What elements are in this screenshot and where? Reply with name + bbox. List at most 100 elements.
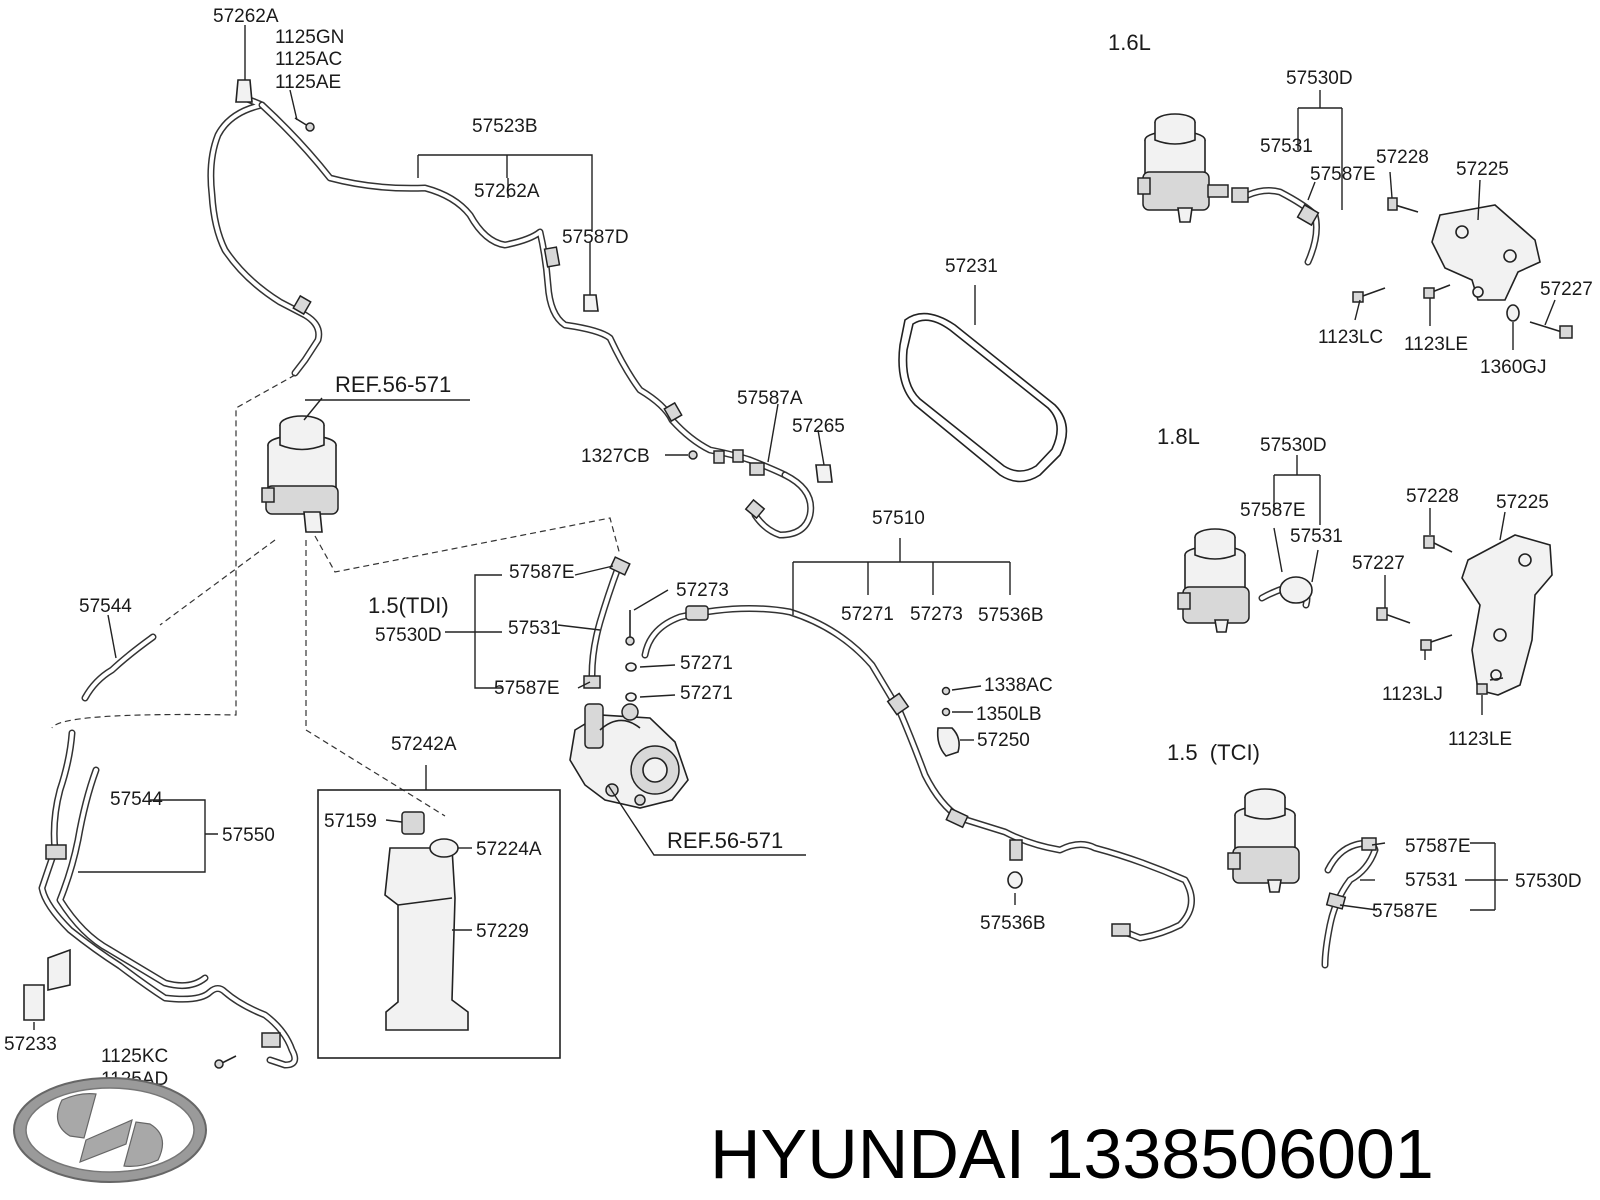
label-57265: 57265 [792,416,845,437]
bolt-57227-18L-icon [1376,607,1411,624]
suction-hose-57531-icon [583,556,631,689]
label-57536B-a: 57536B [978,605,1044,626]
hose-57544-top-icon [81,633,157,702]
bolt-1125-icon [294,117,315,132]
label-18L-57225: 57225 [1496,492,1549,513]
bracket-57225-18L-icon [1461,534,1553,696]
bracket-kit-box [317,789,561,1059]
pressure-hose-57510 [641,604,1195,942]
label-57159: 57159 [324,811,377,832]
label-1125AE: 1125AE [275,72,341,93]
label-57271-c: 57271 [680,683,733,704]
clip-57265-icon [815,464,833,483]
label-16L-57227: 57227 [1540,279,1593,300]
bracket-57233-icon [23,948,71,1021]
bolt-57273-icon [625,610,635,646]
label-1125GN: 1125GN [275,27,344,48]
bolt-1125KC-icon [214,1055,237,1069]
label-57271-a: 57271 [841,604,894,625]
label-57273-b: 57273 [676,580,729,601]
label-16L-57587E: 57587E [1310,164,1376,185]
label-57262A-top: 57262A [213,6,279,27]
ref-dash-line [51,374,296,729]
label-1350LB: 1350LB [976,704,1042,725]
hose-TCI-icon [1321,837,1379,969]
clamp-57250-icon [936,727,960,757]
cap-57224A-icon [429,838,459,858]
label-57231: 57231 [945,256,998,277]
label-16L-1123LE: 1123LE [1404,334,1468,355]
label-1125KC: 1125KC [101,1046,168,1067]
label-18L-57531: 57531 [1290,526,1343,547]
label-57587A: 57587A [737,388,803,409]
label-57536B-b: 57536B [980,913,1046,934]
label-1360GJ: 1360GJ [1480,357,1547,378]
label-18L-57227: 57227 [1352,553,1405,574]
label-57271-b: 57271 [680,653,733,674]
cooler-tube-57550 [38,729,299,1069]
label-tdi-57587E-bot: 57587E [494,678,560,699]
label-57544-top: 57544 [79,596,132,617]
label-tdi-57530D: 57530D [375,625,442,646]
bolt-1123LE-16L-icon [1423,284,1451,299]
washer-57271b-icon [625,692,637,702]
hose-16L-icon [1231,187,1320,266]
drive-belt-57231-icon [898,312,1068,483]
bolt-1360GJ-icon [1506,304,1573,339]
label-tdi-heading: 1.5(TDI) [368,593,449,618]
reservoir-16L-icon [1137,113,1229,223]
cap-57159-icon [401,811,425,835]
label-16L-57228: 57228 [1376,147,1429,168]
clip-57587D-icon [583,294,599,312]
bolt-1123LE-18L-icon [1476,677,1504,695]
label-57544-bot: 57544 [110,789,163,810]
reservoir-icon [261,397,339,533]
washer-57271-icon [625,662,637,672]
part-labels: 57262A 1125GN 1125AC 1125AE 57523B 57262… [4,6,1593,1090]
nut-1338AC-icon [941,686,951,696]
label-tdi-57531: 57531 [508,618,561,639]
steering-pump-icon [569,703,689,809]
ref-dash-line-3 [314,517,621,573]
label-18L-57587E: 57587E [1240,500,1306,521]
reservoir-18L-icon [1177,528,1250,633]
label-tci-57530D: 57530D [1515,871,1582,892]
ref-dash-line-4 [305,540,446,817]
label-1327CB: 1327CB [581,446,650,467]
label-57229: 57229 [476,921,529,942]
hyundai-logo-icon [13,1077,207,1183]
hose-18L-icon [1258,576,1313,609]
nut-1350LB-icon [941,707,951,717]
bracket-57229-icon [384,847,469,1031]
label-1123LJ: 1123LJ [1382,684,1443,705]
label-16L-57530D: 57530D [1286,68,1353,89]
label-ref-reservoir: REF.56-571 [335,372,451,397]
label-57523B: 57523B [472,116,538,137]
label-ref-pump: REF.56-571 [667,828,783,853]
clip-57262A-icon [235,79,253,103]
reservoir-TCI-icon [1227,788,1300,893]
label-1-8L: 1.8L [1157,424,1200,449]
bolt-57228-16L-icon [1387,197,1419,213]
label-tci-57587E-bot: 57587E [1372,901,1438,922]
label-57224A: 57224A [476,839,542,860]
label-1-6L: 1.6L [1108,30,1151,55]
washer-57536B-icon [1007,871,1023,889]
label-1125AC: 1125AC [275,49,342,70]
label-57273-a: 57273 [910,604,963,625]
bracket-57225-16L-icon [1431,204,1541,301]
label-57262A-mid: 57262A [474,181,540,202]
label-16L-57531: 57531 [1260,136,1313,157]
label-57250: 57250 [977,730,1030,751]
label-18L-1123LE: 1123LE [1448,729,1512,750]
label-57510: 57510 [872,508,925,529]
label-57233: 57233 [4,1034,57,1055]
ref-dash-line-2 [159,539,276,626]
caption-part-number: HYUNDAI 1338506001 [710,1115,1434,1193]
label-57587D: 57587D [562,227,629,248]
label-1338AC: 1338AC [984,675,1053,696]
bolt-1327CB-icon [688,450,698,460]
bolt-57228-18L-icon [1423,535,1453,553]
label-tci-57587E-top: 57587E [1405,836,1471,857]
